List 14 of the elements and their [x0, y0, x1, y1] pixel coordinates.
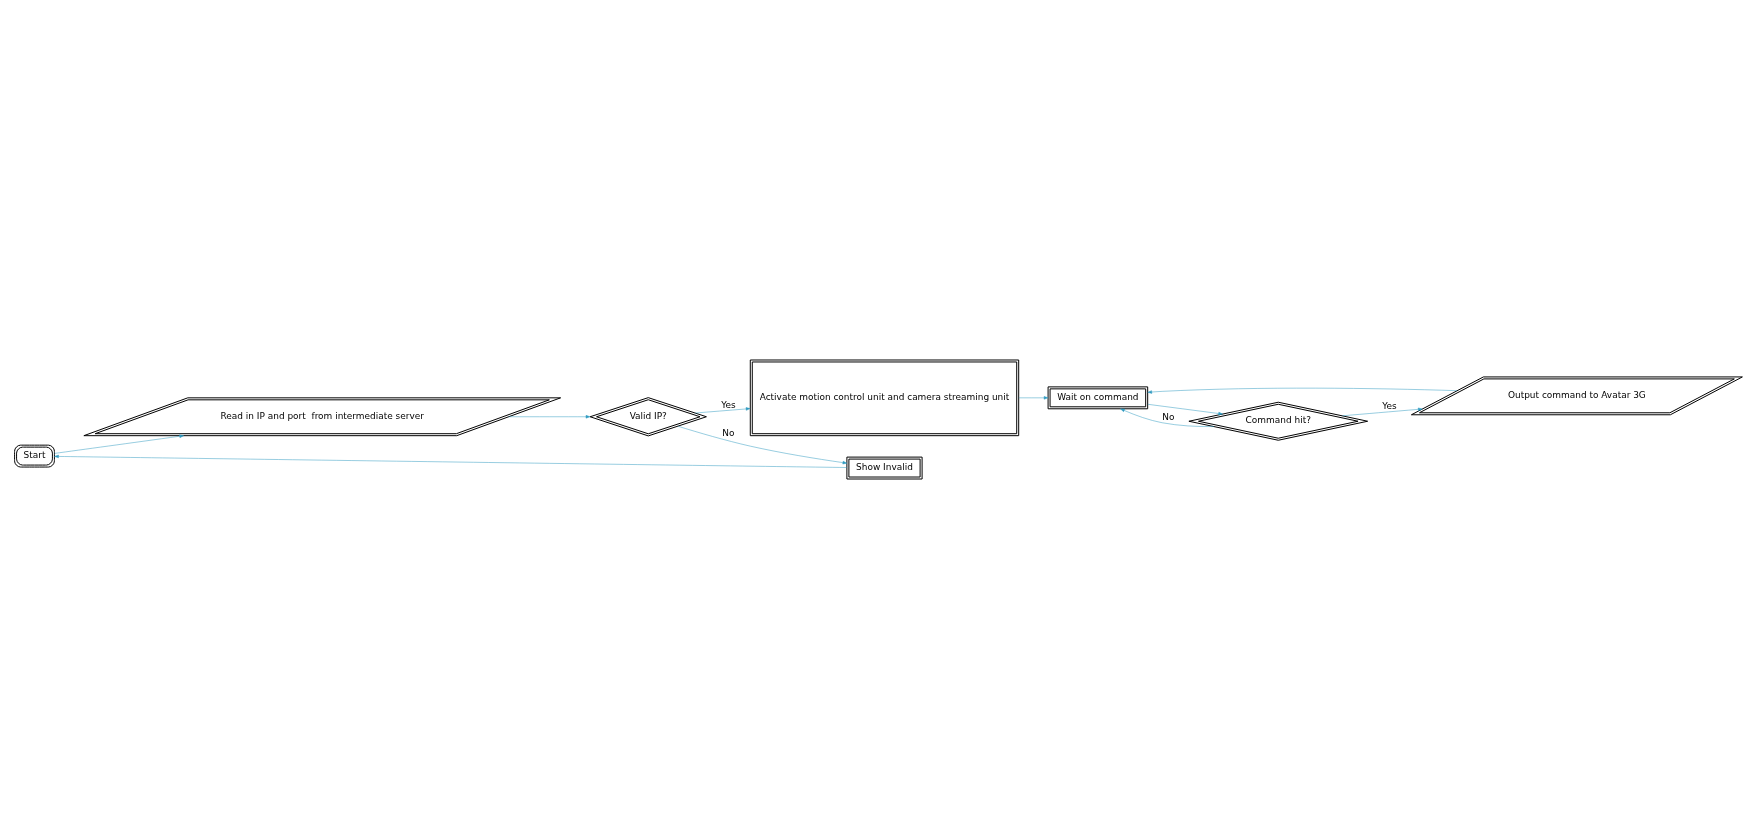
- arrow: [694, 407, 750, 414]
- arrow: [1147, 387, 1457, 394]
- arrow: [53, 434, 184, 454]
- arrow: [508, 415, 590, 419]
- edge-label: No: [721, 428, 734, 439]
- edge-label: No: [1161, 411, 1174, 422]
- arrow: [1341, 407, 1423, 417]
- arrow: [677, 425, 847, 465]
- edge-label: Yes: [1381, 400, 1397, 411]
- edge-label: Yes: [720, 399, 736, 410]
- arrow: [1147, 404, 1223, 416]
- arrow: [53, 454, 847, 468]
- arrow: [1119, 408, 1214, 427]
- arrow: [1018, 396, 1048, 400]
